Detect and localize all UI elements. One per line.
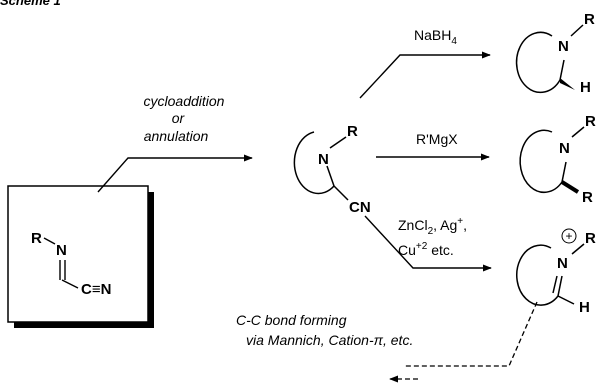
p1-wedge-bond — [560, 78, 575, 90]
center-n-label: N — [318, 151, 329, 168]
center-c-cn-bond — [333, 185, 349, 201]
starting-material-box: R N C≡N — [7, 185, 154, 328]
arrow-label-line2: or — [172, 110, 186, 126]
note-line1: C-C bond forming — [236, 312, 347, 328]
p2-n-label: N — [559, 140, 570, 157]
p2-r-substituent-label: R — [582, 189, 593, 206]
iminium-arrow: ZnCl2, Ag+, Cu+2 etc. — [364, 215, 492, 272]
cc-bond-forming-arrow: C-C bond forming via Mannich, Cation-π, … — [236, 301, 538, 383]
start-r-n-bond — [43, 237, 56, 245]
start-nitrile-label: C≡N — [81, 281, 111, 298]
p2-n-r-bond — [571, 126, 585, 138]
reagent-line2: Cu+2 etc. — [398, 241, 454, 258]
reagent-line1: ZnCl2, Ag+, — [398, 216, 467, 237]
p1-r-label: R — [584, 11, 595, 28]
p3-ring-arc — [516, 244, 559, 306]
p1-ring-arc — [515, 31, 561, 94]
p2-bold-bond — [560, 180, 580, 194]
grignard-arrow: R'MgX — [376, 131, 490, 161]
product-iminium: N + R H — [516, 228, 596, 316]
p3-charge-circle — [561, 228, 577, 244]
p1-n-label: N — [558, 38, 569, 55]
p3-double-bond-a — [557, 275, 563, 297]
p3-c-h-bond — [557, 295, 575, 305]
p1-h-label: H — [580, 79, 591, 96]
note-line2: via Mannich, Cation-π, etc. — [246, 332, 413, 348]
reduction-arrow: NaBH4 — [359, 27, 491, 99]
p3-n-label: N — [557, 255, 568, 272]
p3-h-label: H — [579, 299, 590, 316]
p2-ring-bond — [561, 161, 567, 183]
box-frame — [7, 185, 149, 323]
center-ring-bond — [326, 165, 335, 187]
p2-r-label: R — [585, 113, 596, 130]
p3-charge-sign: + — [565, 229, 572, 243]
aminonitrile-molecule: N R CN — [293, 123, 371, 216]
start-r-label: R — [31, 230, 42, 247]
center-cn-label: CN — [349, 199, 371, 216]
scheme-title: Scheme 1 — [0, 0, 61, 8]
cycloaddition-arrow: cycloaddition or annulation — [97, 93, 253, 193]
p2-ring-arc — [519, 129, 563, 193]
center-r-label: R — [347, 123, 358, 140]
p3-double-bond-b — [552, 275, 558, 294]
p1-ring-bond — [559, 59, 565, 81]
product-alkylated-amine: N R R — [519, 113, 596, 206]
product-amine: N R H — [515, 11, 595, 96]
arrow-label-line3: annulation — [144, 128, 209, 144]
arrow-label-line1: cycloaddition — [144, 93, 225, 109]
start-n-label: N — [56, 242, 67, 259]
center-n-r-bond — [329, 136, 347, 149]
p3-n-r-bond — [571, 243, 585, 255]
reagent-nabh4: NaBH4 — [414, 27, 457, 47]
reagent-grignard: R'MgX — [416, 131, 458, 147]
p1-n-r-bond — [570, 24, 584, 37]
p3-r-label: R — [585, 230, 596, 247]
center-ring-arc — [293, 131, 335, 195]
start-c-c-bond — [61, 279, 79, 289]
